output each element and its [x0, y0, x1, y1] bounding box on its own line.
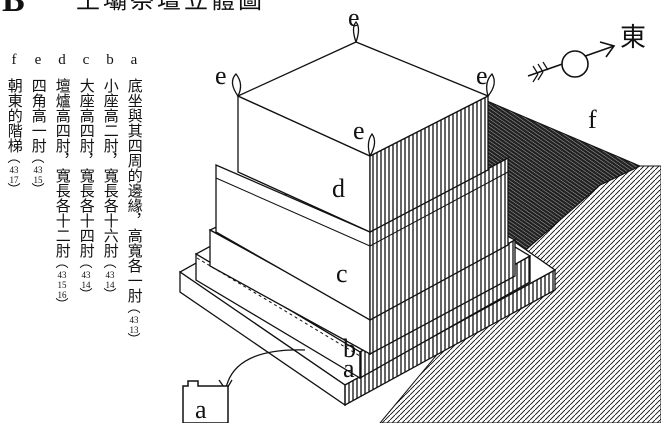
inset-box	[182, 380, 229, 423]
legend-key-d: d	[58, 52, 66, 68]
legend-key-a: a	[130, 52, 138, 68]
legend-text-body: 壇爐高四肘，寬長各十二肘	[53, 78, 72, 258]
figure-title: 土壩祭壇立體圖	[76, 0, 265, 14]
legend-cite: 16	[57, 290, 67, 300]
legend-text-body: 底坐與其四周的邊緣，高寬各一肘	[125, 78, 144, 303]
inset-arrow-icon	[225, 349, 306, 389]
legend-key-c: c	[82, 52, 90, 68]
inset-label: a	[195, 395, 207, 423]
legend-cite: 43	[33, 165, 43, 175]
legend-key-e: e	[34, 52, 42, 68]
legend-cite: 15	[57, 280, 67, 290]
label-e-right: e	[476, 61, 488, 90]
legend-key-b: b	[106, 52, 114, 68]
legend-text-body: 大座高四肘，寬長各十四肘	[77, 78, 96, 258]
label-c: c	[336, 259, 348, 288]
legend-cite: 15	[33, 175, 43, 185]
legend-text-body: 小座高二肘，寬長各十六肘	[101, 78, 120, 258]
label-b: b	[343, 334, 356, 363]
horn-left	[231, 73, 242, 97]
label-a: a	[343, 354, 355, 383]
label-f: f	[588, 105, 597, 134]
legend-cite: 43	[57, 270, 67, 280]
legend-text-body: 四角高一肘	[29, 78, 48, 153]
horn-right	[486, 72, 495, 97]
label-e-front: e	[353, 116, 365, 145]
legend-cite: 14	[105, 280, 115, 290]
legend-cite: 43	[81, 270, 91, 280]
label-e-left: e	[215, 61, 227, 90]
legend-cite: 14	[81, 280, 91, 290]
legend-cite: 43	[129, 315, 139, 325]
legend-key-f: f	[11, 52, 17, 68]
legend-cite: 17	[9, 175, 19, 185]
label-d: d	[332, 174, 345, 203]
horn-front	[367, 132, 376, 157]
east-label: 東	[620, 23, 646, 53]
horns	[231, 20, 495, 157]
legend-cite: 43	[105, 270, 115, 280]
horn-back	[352, 20, 360, 43]
legend-text-body: 朝東的階梯	[5, 78, 24, 153]
label-e-top: e	[348, 3, 360, 32]
legend-cite: 43	[9, 165, 19, 175]
figure-letter: B	[2, 0, 25, 19]
east-arrow-icon	[527, 41, 616, 83]
legend-cite: 13	[129, 325, 139, 335]
